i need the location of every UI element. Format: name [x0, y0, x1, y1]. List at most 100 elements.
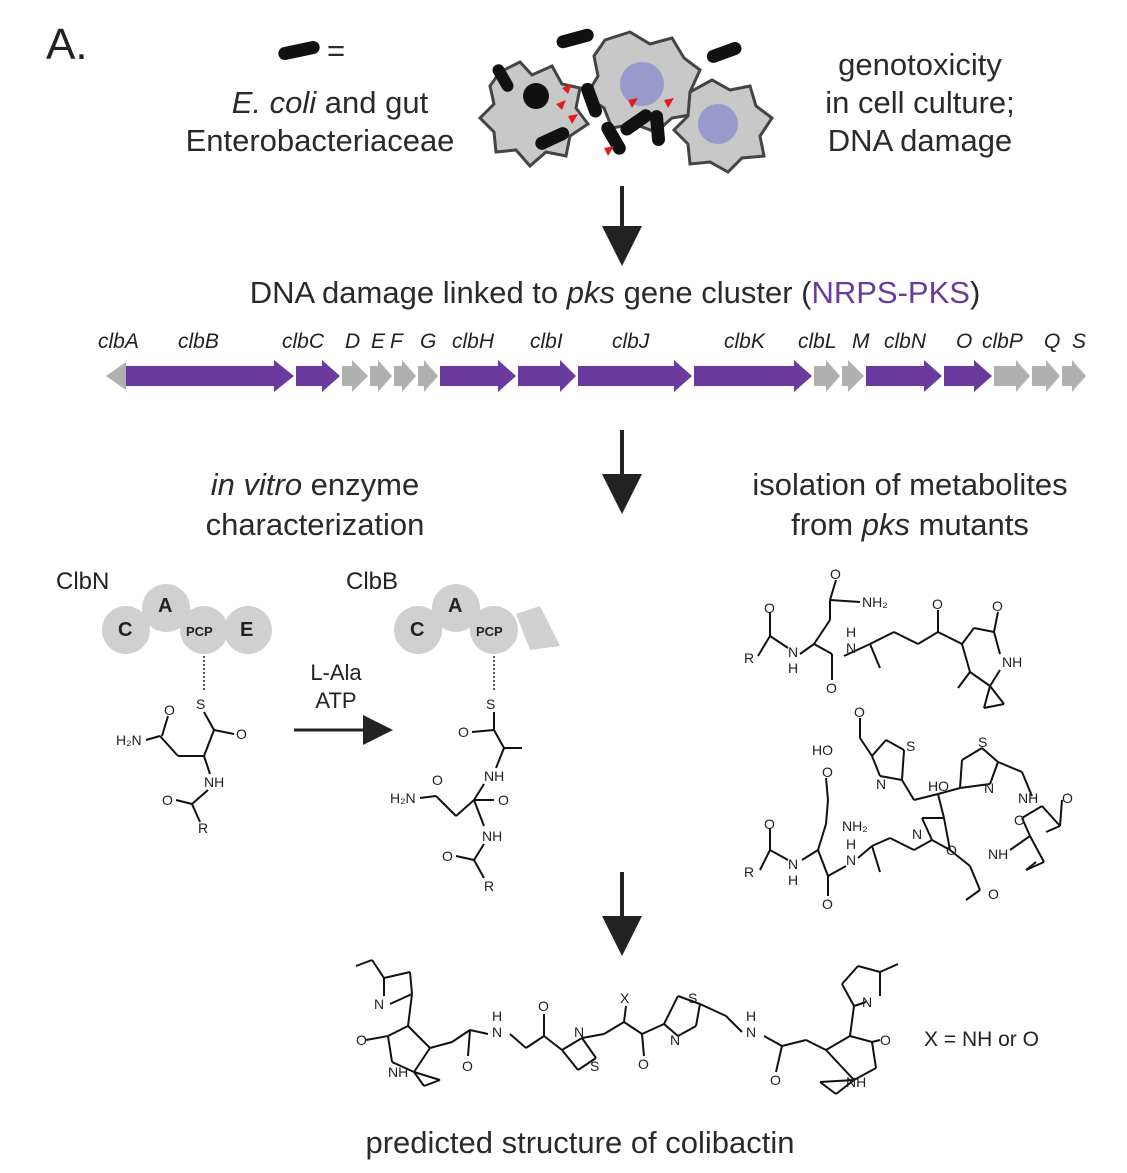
phenotype-line1: genotoxicity	[838, 47, 1002, 82]
atom-N: N	[374, 996, 385, 1012]
atom-HO: HO	[812, 742, 833, 758]
clbN-domain-E: E	[240, 619, 254, 641]
atom-O: O	[946, 842, 957, 858]
atom-N: N	[846, 640, 857, 656]
gene-label-M: M	[852, 330, 870, 353]
gene-label-D: D	[345, 330, 361, 353]
atom-H2N: H₂N	[390, 790, 416, 806]
clbN-domain-A: A	[158, 595, 173, 617]
legend-line1-rest: and gut	[316, 85, 429, 120]
domain-PCP	[180, 606, 228, 654]
gene-cluster-title-suffix: )	[969, 275, 981, 310]
domain-C	[102, 606, 150, 654]
atom-N: N	[788, 644, 799, 660]
atom-H: H	[846, 836, 857, 852]
atom-O: O	[164, 702, 175, 718]
atom-O: O	[1062, 790, 1073, 806]
reaction-reagent-1: L-Ala	[310, 660, 362, 685]
atom-NH2: NH₂	[842, 818, 868, 834]
clbB-domain-A: A	[448, 595, 463, 617]
reaction-reagent-2: ATP	[315, 688, 357, 713]
atom-O: O	[356, 1032, 367, 1048]
atom-O: O	[162, 792, 173, 808]
atom-N: N	[788, 856, 799, 872]
atom-O: O	[880, 1032, 891, 1048]
x-note: X = NH or O	[924, 1028, 1039, 1051]
atom-R: R	[198, 820, 209, 836]
gene-arrow-F	[394, 360, 416, 392]
gene-arrow-Q	[1032, 360, 1060, 392]
legend-line1: E. coli and gut	[180, 84, 480, 122]
right-branch-line2: from pks mutants	[720, 506, 1100, 544]
gene-arrow-clbN	[866, 360, 942, 392]
right-branch-line1: isolation of metabolites	[752, 467, 1068, 502]
gene-arrow-clbC	[296, 360, 340, 392]
x-label: X	[620, 990, 630, 1006]
left-branch-line2: characterization	[205, 507, 425, 542]
genotoxin-marker	[628, 98, 638, 108]
damaged-nucleus	[523, 83, 549, 109]
gene-label-G: G	[420, 330, 437, 353]
bacterium	[492, 64, 514, 92]
atom-O: O	[822, 764, 833, 780]
phenotype-line2: in cell culture;	[825, 85, 1015, 120]
atom-S: S	[486, 696, 496, 712]
legend-equals: =	[327, 33, 346, 68]
gene-cluster-title-middle: gene cluster (	[615, 275, 812, 310]
domain-A	[432, 584, 480, 632]
domain-A	[142, 584, 190, 632]
gene-arrow-clbP	[994, 360, 1030, 392]
atom-H: H	[788, 872, 799, 888]
gene-arrow-clbK	[694, 360, 812, 392]
right-branch-line2-prefix: from	[791, 507, 862, 542]
bacterium	[581, 82, 602, 118]
clbB-label: ClbB	[346, 568, 399, 595]
atom-S: S	[906, 738, 916, 754]
atom-R: R	[484, 878, 495, 894]
nucleus-middle	[620, 62, 664, 106]
left-branch-line1: in vitro enzyme	[170, 466, 460, 504]
metabolite-1-structure	[757, 579, 1005, 709]
atom-S: S	[590, 1058, 600, 1074]
atom-O: O	[432, 772, 443, 788]
atom-N: N	[912, 826, 923, 842]
gene-cluster-title-italic: pks	[566, 275, 616, 310]
gene-arrow-clbA	[106, 362, 126, 390]
clbN-domain-C: C	[118, 619, 133, 641]
atom-N: N	[670, 1032, 681, 1048]
atom-R: R	[744, 864, 755, 880]
gene-label-clbA: clbA	[98, 330, 139, 353]
gene-arrow-M	[842, 360, 864, 392]
panel-label: A.	[46, 20, 88, 69]
left-branch-italic: in vitro	[210, 467, 303, 502]
domain-truncated	[516, 606, 560, 650]
gene-label-clbP: clbP	[982, 330, 1023, 353]
atom-N: N	[492, 1024, 503, 1040]
bacterium	[535, 127, 570, 150]
atom-HO: HO	[928, 778, 949, 794]
atom-O: O	[538, 998, 549, 1014]
atom-HN: NH	[388, 1064, 409, 1080]
gene-label-clbI: clbI	[530, 330, 563, 353]
clbN-label: ClbN	[56, 568, 110, 595]
atom-NH: NH	[482, 828, 503, 844]
atom-O: O	[462, 1058, 473, 1074]
gene-cluster-title-purple: NRPS-PKS	[811, 275, 970, 310]
atom-NH2: NH₂	[862, 594, 888, 610]
domain-E	[224, 606, 272, 654]
atom-S: S	[688, 990, 698, 1006]
gene-label-O: O	[956, 330, 973, 353]
gene-arrow-D	[342, 360, 368, 392]
atom-O: O	[822, 896, 833, 912]
clbN-substrate-structure	[145, 711, 235, 823]
gene-arrow-clbB	[126, 360, 294, 392]
legend-line2: Enterobacteriaceae	[185, 123, 455, 158]
clbB-domain-C: C	[410, 619, 425, 641]
atom-NH: NH	[204, 774, 225, 790]
gene-arrow-O	[944, 360, 992, 392]
atom-N: N	[984, 780, 995, 796]
atom-O: O	[442, 848, 453, 864]
atom-N: N	[846, 852, 857, 868]
atom-N: N	[746, 1024, 757, 1040]
